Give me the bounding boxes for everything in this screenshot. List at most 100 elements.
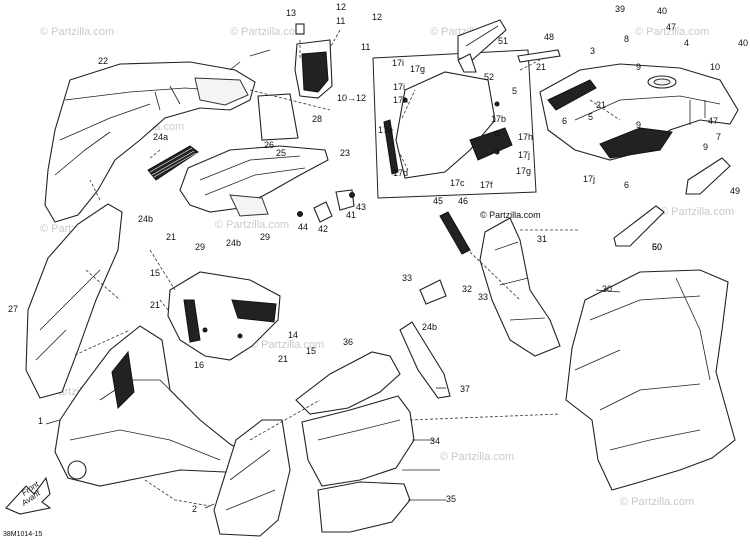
watermark-text: © Partzilla.com [250, 339, 324, 351]
part-37-strip [399, 321, 451, 399]
callout-label: 17i [392, 58, 404, 68]
callout-label: 47 [666, 22, 676, 32]
callout-label: 3 [590, 46, 595, 56]
callout-label: 15 [150, 268, 160, 278]
part-49-strip [685, 157, 731, 195]
callout-label: 21 [166, 232, 176, 242]
callout-label: 17c [450, 178, 465, 188]
callout-label: 2 [192, 504, 197, 514]
leader-lines [45, 29, 621, 509]
callout-label: 12 [372, 12, 382, 22]
watermark-text: © Partzilla.com [230, 26, 304, 38]
callout-label: 27 [8, 304, 18, 314]
watermark-text: © Partzilla.com [635, 26, 709, 38]
callout-label: 42 [318, 224, 328, 234]
part-35-panel [317, 481, 411, 533]
part-34-panel [301, 395, 415, 487]
callout-label: 32 [462, 284, 472, 294]
watermark-text: © Partzilla.com [440, 451, 514, 463]
callout-label: 17g [516, 166, 531, 176]
callout-label: 11 [336, 16, 345, 26]
watermark-text: © Partzilla.com [620, 496, 694, 508]
callout-label: 17h [393, 95, 408, 105]
callout-label: 6 [624, 180, 629, 190]
callout-label: 7 [716, 132, 721, 142]
watermark-text: © Partzilla.com [40, 26, 114, 38]
callout-label: 9 [636, 120, 641, 130]
callout-label: 26 [264, 140, 274, 150]
callout-label: 29 [260, 232, 270, 242]
part-51-deflector [457, 19, 507, 63]
callout-label: 36 [343, 337, 353, 347]
part-2-lower-fairing [213, 419, 291, 537]
callout-label: 41 [346, 210, 356, 220]
callout-label: 12 [336, 2, 346, 12]
part-30-side-panel [565, 269, 736, 491]
callout-label: 45 [433, 196, 443, 206]
callout-label: 10 [710, 62, 720, 72]
callout-label: 6 [562, 116, 567, 126]
part-24a-vent-grille [147, 145, 199, 181]
callout-label: 17e [378, 125, 393, 135]
callout-label: 31 [537, 234, 547, 244]
callout-label: 17g [410, 64, 425, 74]
callout-label: 17i [393, 82, 405, 92]
callout-label: 60 [652, 242, 662, 252]
callout-label: 43 [356, 202, 366, 212]
callout-label: 24b [138, 214, 153, 224]
callout-label: 8 [624, 34, 629, 44]
callout-label: 21 [536, 62, 546, 72]
callout-label: 21 [596, 100, 606, 110]
callout-label: 17j [518, 150, 530, 160]
callout-label: 50 [652, 242, 662, 252]
callout-label: 17h [518, 132, 533, 142]
part-27-lower-panel [25, 203, 123, 399]
callout-label: 34 [430, 436, 440, 446]
callout-label: 22 [98, 56, 108, 66]
callout-label: 28 [312, 114, 322, 124]
callout-label: 15 [306, 346, 316, 356]
part-22-side-panel [44, 61, 256, 223]
part-1-front-nose [54, 325, 253, 487]
callout-label: 44 [298, 222, 308, 232]
part-52-deflector [457, 53, 477, 73]
part-28-panel [257, 93, 299, 141]
center-watermark: © Partzilla.com [480, 210, 541, 220]
callout-labels: 1 2 3 4 5 5 6 6 7 8 9 9 9 10 10→12 11 11… [8, 2, 748, 514]
callout-label: 16 [194, 360, 204, 370]
callout-label: 24b [422, 322, 437, 332]
callout-label: 17j [583, 174, 595, 184]
callout-label: 17f [480, 180, 493, 190]
windshield-assembly-group [372, 49, 537, 199]
callout-label: 48 [544, 32, 554, 42]
callout-label: 24b [226, 238, 241, 248]
callout-label: 29 [195, 242, 205, 252]
part-23-inner-panel [179, 145, 329, 217]
callout-label: 23 [340, 148, 350, 158]
callout-label: 4 [684, 38, 689, 48]
callout-label: 52 [484, 72, 494, 82]
callout-label: 35 [446, 494, 456, 504]
watermark-text: © Partzilla.com [660, 206, 734, 218]
callout-label: 33 [478, 292, 488, 302]
callout-label: 51 [498, 36, 508, 46]
callout-label: 5 [588, 112, 593, 122]
callout-label: 1 [38, 416, 43, 426]
sheet-code: 38M1014-15 [3, 531, 43, 538]
callout-label: 40 [657, 6, 667, 16]
callout-label: 25 [276, 148, 286, 158]
callout-label: 10→12 [337, 93, 366, 103]
callout-label: 11 [361, 42, 370, 52]
callout-label: 40 [738, 38, 748, 48]
part-33-spacer [419, 279, 447, 305]
callout-label: 17b [491, 114, 506, 124]
callout-label: 5 [512, 86, 517, 96]
callout-label: 9 [636, 62, 641, 72]
callout-label: 17d [393, 168, 408, 178]
callout-label: 21 [278, 354, 288, 364]
callout-label: 47 [708, 116, 718, 126]
part-31-bracket [439, 211, 561, 357]
front-direction-indicator: Front Avant [5, 476, 52, 515]
part-14-inner-bracket [167, 271, 281, 361]
